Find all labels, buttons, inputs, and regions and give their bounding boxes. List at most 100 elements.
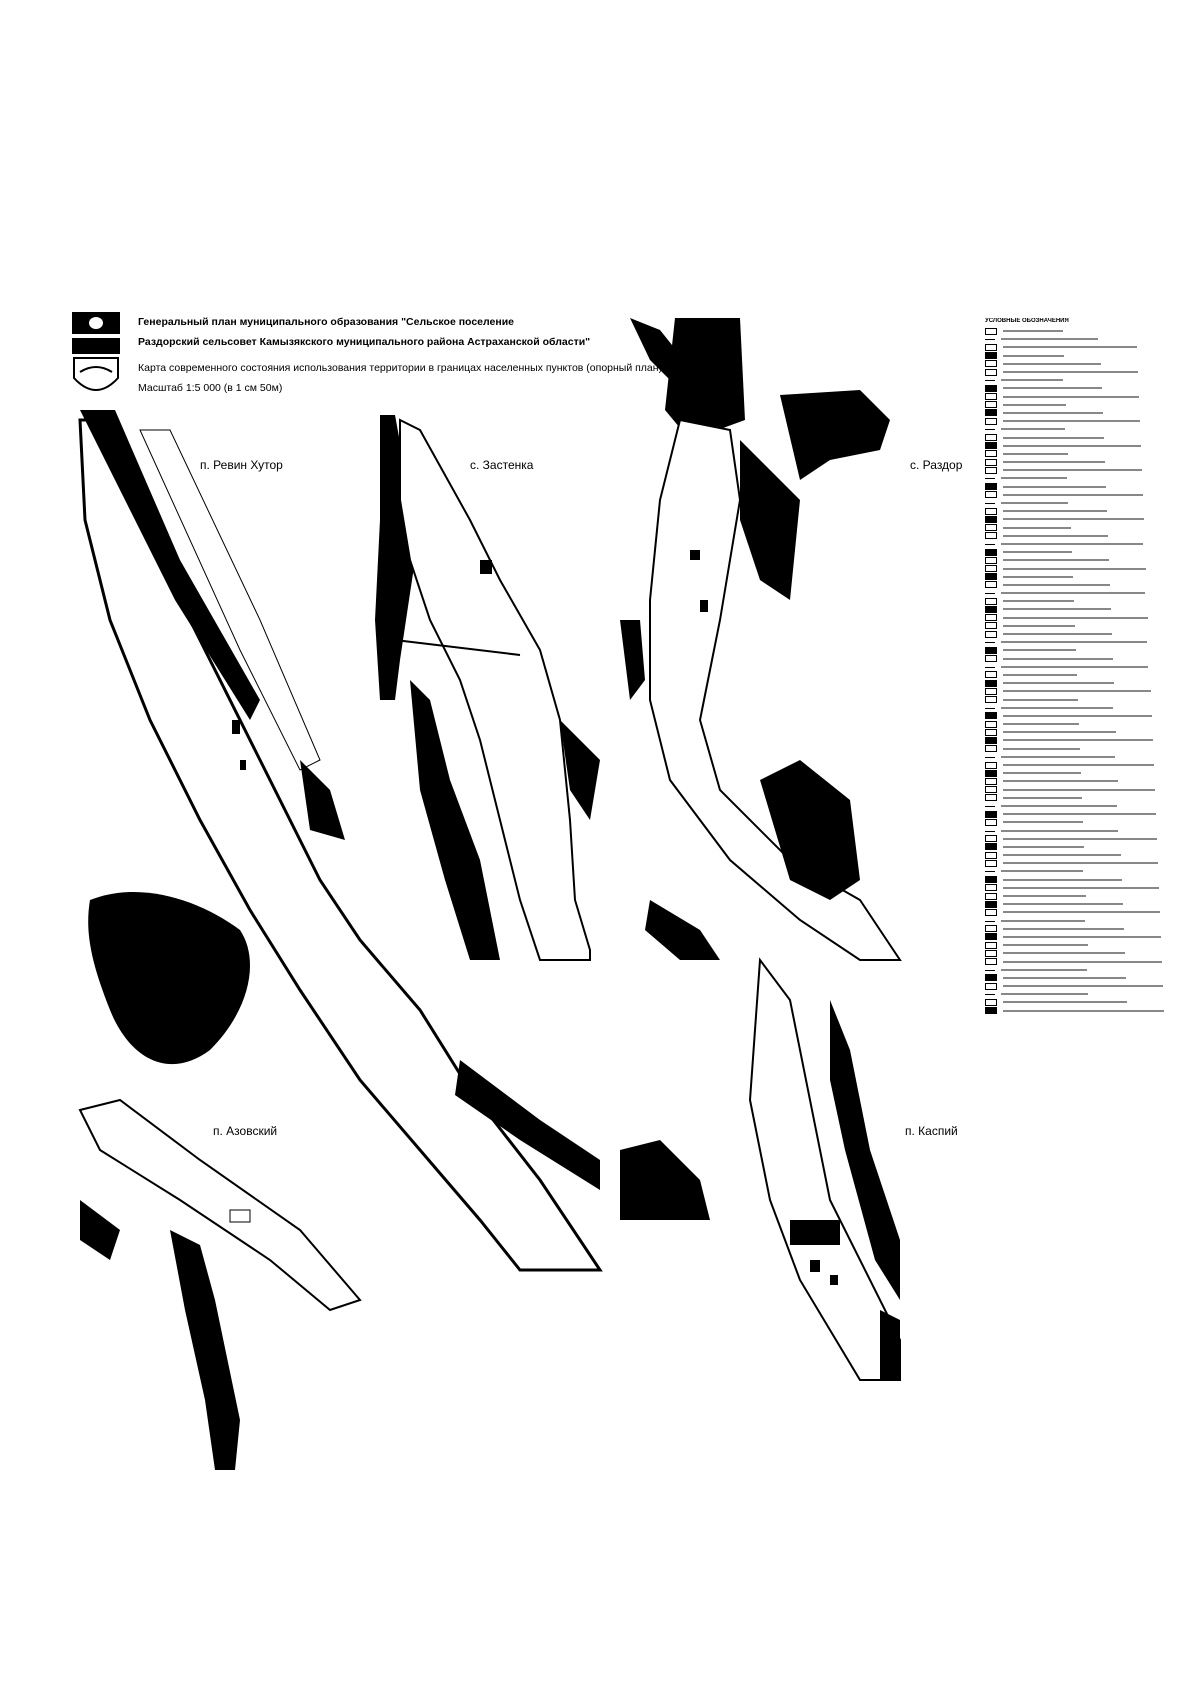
legend-row xyxy=(985,687,1180,695)
legend-row xyxy=(985,712,1180,720)
legend-rows xyxy=(985,327,1180,1015)
legend-row xyxy=(985,745,1180,753)
legend-swatch xyxy=(985,810,997,818)
legend-text-line xyxy=(1003,976,1126,979)
legend-text-line xyxy=(1001,379,1063,382)
legend-text-line xyxy=(1003,420,1140,423)
legend-text-line xyxy=(1003,927,1124,930)
legend-row xyxy=(985,679,1180,687)
legend-title: УСЛОВНЫЕ ОБОЗНАЧЕНИЯ xyxy=(985,318,1069,324)
legend-swatch xyxy=(985,851,997,859)
legend-text-line xyxy=(1003,673,1077,676)
legend-text-line xyxy=(1003,444,1141,447)
legend-text-line xyxy=(1003,624,1075,627)
legend-row xyxy=(985,851,1180,859)
legend-swatch xyxy=(985,605,997,613)
plan-title-line2: Раздорский сельсовет Камызякского муници… xyxy=(138,336,591,348)
legend-row xyxy=(985,638,1180,646)
map-header: Генеральный план муниципального образова… xyxy=(70,312,662,407)
legend-text-line xyxy=(1003,510,1107,513)
legend-text-line xyxy=(1001,829,1118,832)
legend-text-line xyxy=(1003,731,1116,734)
legend-row xyxy=(985,1007,1180,1015)
legend-row xyxy=(985,753,1180,761)
legend-swatch xyxy=(985,998,997,1006)
legend-swatch xyxy=(985,393,997,401)
legend-row xyxy=(985,564,1180,573)
map-scale: Масштаб 1:5 000 (в 1 см 50м) xyxy=(138,382,283,394)
legend-swatch xyxy=(985,409,997,417)
legend-text-line xyxy=(1003,371,1138,374)
legend-swatch xyxy=(985,745,997,753)
legend-text-line xyxy=(1003,534,1108,537)
legend-row xyxy=(985,335,1180,343)
legend-swatch xyxy=(985,908,997,916)
map-legend: УСЛОВНЫЕ ОБОЗНАЧЕНИЯ xyxy=(985,318,1180,1038)
legend-text-line xyxy=(1003,469,1142,472)
legend-row xyxy=(985,704,1180,712)
legend-row xyxy=(985,671,1180,679)
coat-of-arms-icon xyxy=(72,312,120,391)
legend-swatch xyxy=(985,736,997,744)
legend-text-line xyxy=(1003,608,1111,611)
map-panel-zastenka xyxy=(375,415,600,961)
legend-text-line xyxy=(1001,968,1087,971)
legend-text-line xyxy=(1003,895,1086,898)
legend-row xyxy=(985,917,1180,925)
legend-text-line xyxy=(1001,542,1143,545)
legend-swatch xyxy=(985,597,997,605)
legend-row xyxy=(985,433,1180,442)
legend-row xyxy=(985,368,1180,376)
legend-text-line xyxy=(1001,755,1115,758)
legend-swatch xyxy=(985,379,995,382)
legend-row xyxy=(985,507,1180,515)
legend-row xyxy=(985,777,1180,785)
legend-text-line xyxy=(1003,583,1110,586)
legend-text-line xyxy=(1001,804,1117,807)
legend-row xyxy=(985,818,1180,826)
legend-row xyxy=(985,941,1180,949)
legend-row xyxy=(985,384,1180,392)
legend-row xyxy=(985,417,1180,425)
legend-text-line xyxy=(1003,878,1122,881)
legend-row xyxy=(985,548,1180,556)
legend-text-line xyxy=(1003,837,1157,840)
legend-swatch xyxy=(985,925,997,933)
legend-text-line xyxy=(1003,739,1153,742)
legend-row xyxy=(985,622,1180,630)
legend-text-line xyxy=(1003,403,1066,406)
legend-swatch xyxy=(985,491,997,499)
legend-text-line xyxy=(1003,567,1146,570)
legend-row xyxy=(985,352,1180,360)
legend-text-line xyxy=(1003,354,1064,357)
legend-swatch xyxy=(985,876,997,884)
map-subtitle: Карта современного состояния использован… xyxy=(138,362,663,374)
legend-text-line xyxy=(1003,1001,1127,1004)
legend-row xyxy=(985,646,1180,654)
legend-swatch xyxy=(985,343,997,351)
legend-swatch xyxy=(985,679,997,687)
legend-text-line xyxy=(1001,502,1068,505)
legend-swatch xyxy=(985,707,995,709)
legend-swatch xyxy=(985,843,997,851)
legend-text-line xyxy=(1003,723,1079,726)
legend-row xyxy=(985,695,1180,704)
legend-text-line xyxy=(1003,600,1074,603)
legend-swatch xyxy=(985,969,995,971)
legend-row xyxy=(985,343,1180,351)
legend-text-line xyxy=(1003,935,1161,938)
legend-text-line xyxy=(1003,985,1163,988)
legend-swatch xyxy=(985,384,997,392)
legend-swatch xyxy=(985,352,997,360)
legend-text-line xyxy=(1003,690,1151,693)
legend-swatch xyxy=(985,805,995,807)
legend-text-line xyxy=(1003,346,1137,349)
legend-text-line xyxy=(1003,944,1088,947)
legend-swatch xyxy=(985,777,997,785)
legend-text-line xyxy=(1003,436,1104,439)
legend-text-line xyxy=(1001,870,1083,873)
legend-swatch xyxy=(985,524,997,532)
legend-row xyxy=(985,826,1180,834)
legend-row xyxy=(985,491,1180,499)
legend-text-line xyxy=(1003,1009,1164,1012)
